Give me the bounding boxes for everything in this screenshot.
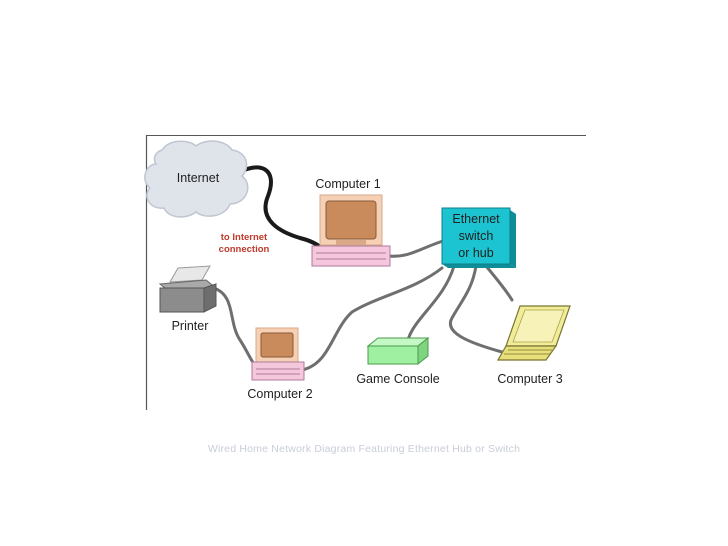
laptop-keyboard <box>496 345 558 361</box>
switch-bottom-shade <box>442 264 516 268</box>
cable-laptop-switch <box>448 264 504 354</box>
switch-label-line1: Ethernet <box>452 212 500 226</box>
switch-label-line3: or hub <box>458 246 493 260</box>
computer-2-label: Computer 2 <box>247 387 312 401</box>
printer-body <box>159 287 205 313</box>
to-internet-note-line1: to Internet <box>221 232 268 243</box>
computer-3-label: Computer 3 <box>497 372 562 386</box>
printer-side <box>203 283 217 313</box>
switch-label-line2: switch <box>459 229 494 243</box>
computer-2-base <box>251 361 305 381</box>
switch-box <box>441 207 511 265</box>
game-console: Game Console <box>356 336 440 386</box>
diagram-caption: Wired Home Network Diagram Featuring Eth… <box>207 443 521 455</box>
cable-printer-computer2 <box>212 286 260 370</box>
cloud-icon <box>144 140 249 218</box>
console-side <box>417 336 429 366</box>
cable-computer2-switch <box>300 266 444 372</box>
computer-3-laptop: Computer 3 <box>496 305 571 386</box>
computer-2: Computer 2 <box>247 327 313 401</box>
internet-label: Internet <box>177 171 220 185</box>
cable-computer1-switch <box>386 238 448 258</box>
laptop-screen-inner <box>512 309 565 343</box>
computer-1-label: Computer 1 <box>315 177 380 191</box>
cables <box>212 165 514 372</box>
cable-console-switch <box>406 264 456 342</box>
ethernet-switch: Ethernet switch or hub <box>441 207 516 268</box>
computer-2-screen <box>260 332 294 358</box>
console-front <box>367 345 419 365</box>
game-console-label: Game Console <box>356 372 439 386</box>
printer: Printer <box>158 265 218 333</box>
switch-side-shade <box>510 210 516 268</box>
computer-1-stand <box>336 240 366 246</box>
computer-1-base <box>311 245 391 267</box>
cable-switch-out <box>484 264 514 302</box>
computer-1-screen <box>325 200 377 240</box>
internet-cable <box>230 165 326 254</box>
computer-1: Computer 1 <box>311 177 391 267</box>
to-internet-note-line2: connection <box>219 244 270 255</box>
internet-cloud: Internet <box>144 140 249 218</box>
printer-paper <box>169 265 211 283</box>
printer-label: Printer <box>172 319 209 333</box>
